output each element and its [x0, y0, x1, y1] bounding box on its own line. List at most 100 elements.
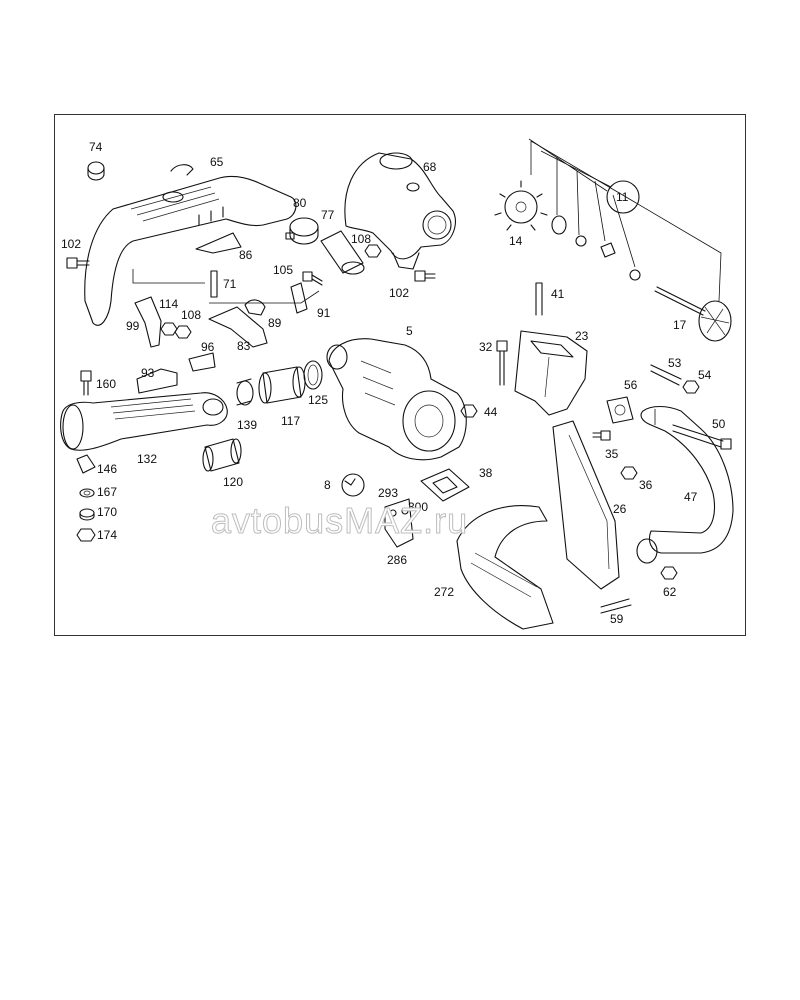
part-flange-62: [636, 538, 678, 580]
label-54: 54: [698, 368, 712, 382]
label-167: 167: [97, 485, 117, 499]
label-102b: 102: [389, 286, 409, 300]
label-99: 99: [126, 319, 140, 333]
part-gasket-56: [606, 396, 634, 424]
part-stud-71: [210, 270, 218, 298]
label-89: 89: [268, 316, 282, 330]
part-bracket-86: [195, 232, 242, 254]
label-108a: 108: [351, 232, 371, 246]
label-38: 38: [479, 466, 493, 480]
part-ring-125: [303, 360, 323, 390]
part-nut-108a: [364, 244, 382, 258]
part-hose-120: [202, 438, 242, 472]
watermark-text: avtobusMAZ.ru: [211, 500, 468, 541]
label-146: 146: [97, 462, 117, 476]
part-nut-44: [460, 404, 478, 418]
turbocharger-exploded-diagram: 74 65 68 11 14 102 80 77 108 86 102 71 1…: [60, 138, 734, 630]
label-62: 62: [663, 585, 677, 599]
part-bolt-160: [80, 370, 92, 396]
label-44: 44: [484, 405, 498, 419]
label-174: 174: [97, 528, 117, 542]
label-26: 26: [613, 502, 627, 516]
part-sleeve-117: [258, 366, 306, 404]
part-nut-114: [160, 322, 178, 336]
label-108b: 108: [181, 308, 201, 322]
part-washer-167: [79, 488, 95, 498]
part-bolt-102b: [414, 270, 436, 282]
label-286: 286: [387, 553, 407, 567]
label-132: 132: [137, 452, 157, 466]
label-74: 74: [89, 140, 103, 154]
part-intake-pipe-65: [84, 164, 297, 326]
label-50: 50: [712, 417, 726, 431]
part-bracket-99: [134, 296, 162, 348]
label-36: 36: [639, 478, 653, 492]
label-8: 8: [324, 478, 331, 492]
label-35: 35: [605, 447, 619, 461]
part-bolt-32: [496, 340, 508, 386]
label-83: 83: [237, 339, 251, 353]
label-293: 293: [378, 486, 398, 500]
part-clamp-139: [236, 378, 254, 406]
label-139: 139: [237, 418, 257, 432]
part-nut-108b: [174, 325, 192, 339]
label-17: 17: [673, 318, 687, 332]
label-170: 170: [97, 505, 117, 519]
part-pipe-47: [640, 405, 734, 554]
part-turbine-shaft-17: [530, 140, 732, 342]
label-23: 23: [575, 329, 589, 343]
label-102a: 102: [61, 237, 81, 251]
label-32: 32: [479, 340, 493, 354]
label-125: 125: [308, 393, 328, 407]
part-stud-59: [600, 598, 632, 614]
label-59: 59: [610, 612, 624, 626]
part-air-duct-132: [60, 392, 228, 451]
part-gasket-8: [341, 473, 365, 497]
label-14: 14: [509, 234, 523, 248]
part-exhaust-pipe-26: [552, 420, 620, 590]
part-bolt-35: [592, 430, 611, 441]
part-bracket-93: [136, 368, 178, 394]
part-bushing-kit: [551, 215, 641, 281]
label-160: 160: [96, 377, 116, 391]
part-stud-41: [535, 282, 543, 316]
label-272: 272: [434, 585, 454, 599]
part-bracket-146: [76, 454, 96, 474]
label-91: 91: [317, 306, 331, 320]
label-5: 5: [406, 324, 413, 338]
label-65: 65: [210, 155, 224, 169]
label-56: 56: [624, 378, 638, 392]
label-11: 11: [616, 190, 629, 204]
part-bolt-105: [302, 271, 323, 286]
part-nut-174: [76, 528, 96, 542]
part-clip-89: [244, 299, 266, 316]
leader-lines: [132, 141, 656, 425]
label-41: 41: [551, 287, 565, 301]
part-seal-170: [79, 508, 95, 521]
part-housing-68: [344, 152, 456, 270]
label-93: 93: [141, 366, 155, 380]
part-heat-shield-272: [456, 505, 554, 630]
part-nut-54: [682, 380, 700, 394]
diagram-frame: 74 65 68 11 14 102 80 77 108 86 102 71 1…: [54, 114, 746, 636]
part-bracket-83: [208, 306, 268, 348]
label-80: 80: [293, 196, 307, 210]
part-clamp-80: [285, 217, 319, 245]
label-71: 71: [223, 277, 237, 291]
part-cap-74: [87, 161, 105, 181]
part-nut-36: [620, 466, 638, 480]
label-114: 114: [159, 297, 178, 311]
part-bracket-286: [384, 498, 414, 548]
part-bracket-96: [188, 352, 216, 372]
label-77: 77: [321, 208, 335, 222]
label-96: 96: [201, 340, 215, 354]
label-300: 300: [408, 500, 428, 514]
part-bracket-91: [290, 282, 308, 314]
part-bolt-102a: [66, 257, 90, 269]
part-turbocharger-5: [326, 338, 467, 461]
label-68: 68: [423, 160, 437, 174]
part-exhaust-elbow-23: [514, 330, 588, 416]
label-105: 105: [273, 263, 293, 277]
part-bolt-50: [672, 424, 732, 450]
part-gasket-38: [420, 468, 470, 502]
